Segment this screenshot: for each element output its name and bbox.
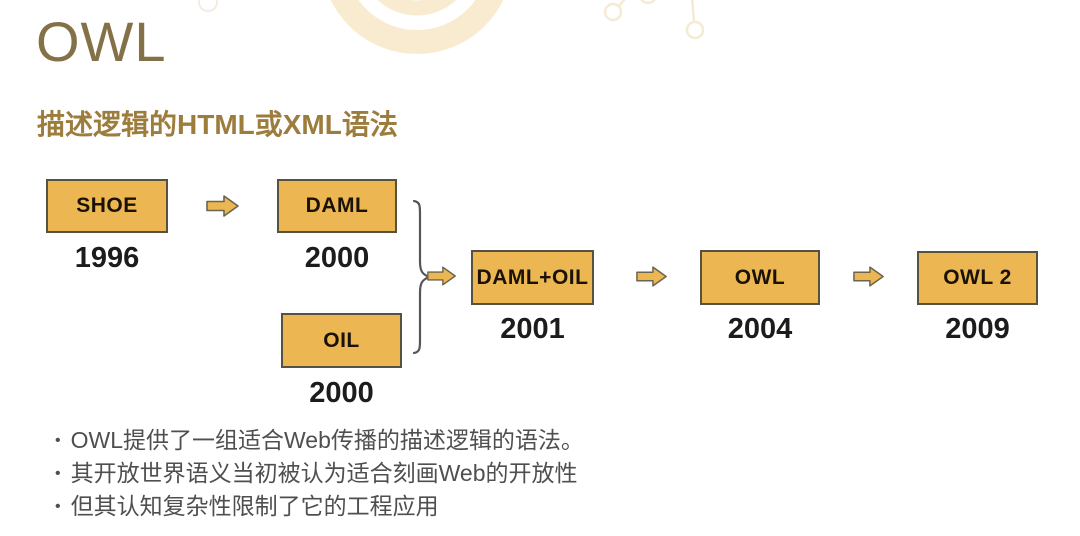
year-label-daml-oil: 2001 — [500, 313, 565, 345]
timeline-node-owl: OWL — [700, 250, 820, 305]
timeline-node-daml-oil: DAML+OIL — [471, 250, 594, 305]
timeline-node-oil: OIL — [281, 313, 402, 368]
slide-subtitle: 描述逻辑的HTML或XML语法 — [37, 109, 398, 140]
bullet-item: 其开放世界语义当初被认为适合刻画Web的开放性 — [55, 457, 584, 490]
year-label-daml: 2000 — [304, 242, 370, 274]
timeline-node-owl2: OWL 2 — [917, 251, 1038, 305]
year-label-owl2: 2009 — [945, 313, 1010, 345]
bullet-item: 但其认知复杂性限制了它的工程应用 — [55, 490, 584, 523]
right-arrow-icon — [206, 195, 239, 217]
right-arrow-icon — [636, 266, 667, 287]
network-nodes-decoration — [198, 0, 705, 40]
timeline-node-daml: DAML — [277, 179, 397, 233]
concentric-circles-decoration — [330, 0, 504, 54]
slide-title: OWL — [36, 10, 167, 73]
bullet-list: OWL提供了一组适合Web传播的描述逻辑的语法。 其开放世界语义当初被认为适合刻… — [55, 424, 584, 523]
right-arrow-icon — [853, 266, 884, 287]
bullet-item: OWL提供了一组适合Web传播的描述逻辑的语法。 — [55, 424, 584, 457]
year-label-oil: 2000 — [309, 377, 374, 409]
timeline-node-shoe: SHOE — [46, 179, 168, 233]
merge-arrow-icon — [427, 266, 456, 286]
year-label-shoe: 1996 — [74, 242, 140, 274]
year-label-owl: 2004 — [727, 313, 793, 345]
